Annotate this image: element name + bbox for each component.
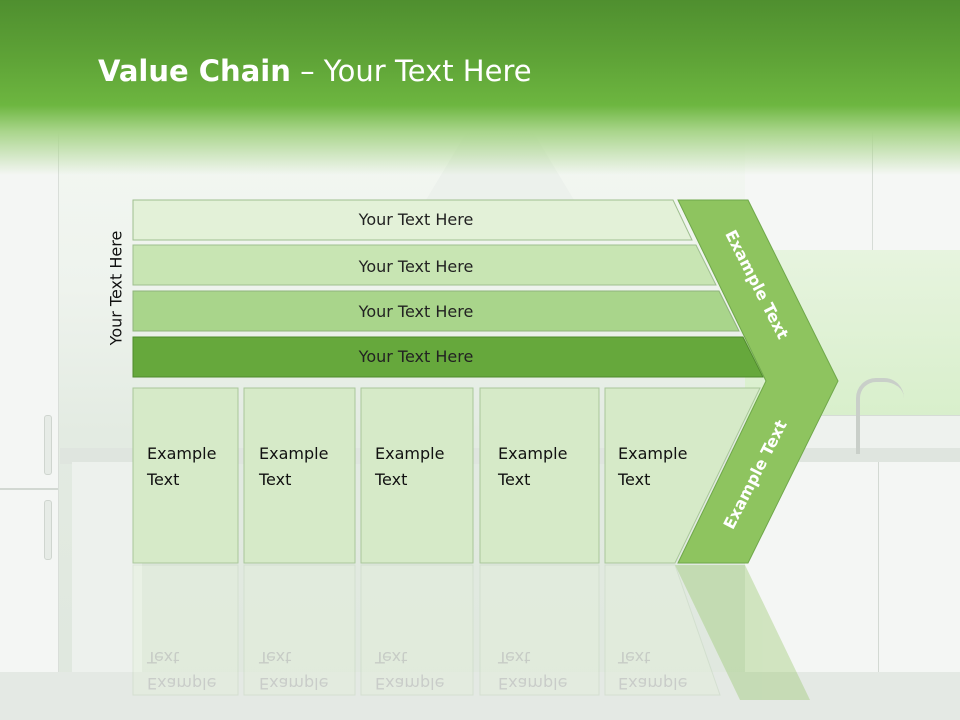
background-freezer-handle [44,500,52,560]
bar-1[interactable] [132,199,693,241]
background-fridge-handle [44,415,52,475]
reflection-label: Example [259,674,328,693]
reflection-chevron [675,565,810,700]
bar-3-label: Your Text Here [358,302,474,321]
reflection-label: Text [146,648,179,667]
title-bold: Value Chain [98,54,291,88]
activity-box-5[interactable] [604,387,761,564]
bar-4[interactable] [132,336,764,378]
bar-2-label: Your Text Here [358,257,474,276]
reflection-label: Example [375,674,444,693]
box-2-line2: Text [258,470,291,489]
reflection-label: Example [618,674,687,693]
box-4-line2: Text [497,470,530,489]
background-left-cabinet [72,462,142,672]
background-floor [0,672,960,720]
reflection-label: Text [258,648,291,667]
background-upper-cabinet-divider [872,130,873,250]
background-lower-cabinet-divider [878,462,879,672]
activity-box-3[interactable] [360,387,474,564]
reflection-label: Text [617,648,650,667]
box-1-line1: Example [147,444,216,463]
activity-box-4[interactable] [479,387,600,564]
reflection-box [132,564,239,696]
title-rest: – Your Text Here [290,54,532,88]
activity-box-1[interactable] [132,387,239,564]
reflection-box [243,564,356,696]
bar-2[interactable] [132,244,717,286]
diagram-reflection: Example Text Example Text Example Text E… [132,564,810,700]
reflection-label: Example [498,674,567,693]
reflection-box [360,564,474,696]
slide-title: Value Chain – Your Text Here [98,54,532,88]
margin-chevron[interactable] [677,199,839,564]
box-4-line1: Example [498,444,567,463]
bar-4-label: Your Text Here [358,347,474,366]
activity-box-2[interactable] [243,387,356,564]
box-1-line2: Text [146,470,179,489]
background-faucet [856,378,904,454]
reflection-label: Text [497,648,530,667]
reflection-box [604,564,721,696]
reflection-label: Text [374,648,407,667]
bar-1-label: Your Text Here [358,210,474,229]
box-2-line1: Example [259,444,328,463]
box-3-line2: Text [374,470,407,489]
header-band [0,0,960,175]
background-fridge-split [0,488,58,490]
box-3-line1: Example [375,444,444,463]
box-5-line2: Text [617,470,650,489]
reflection-label: Example [147,674,216,693]
reflection-box [479,564,600,696]
bar-3[interactable] [132,290,740,332]
box-5-line1: Example [618,444,687,463]
